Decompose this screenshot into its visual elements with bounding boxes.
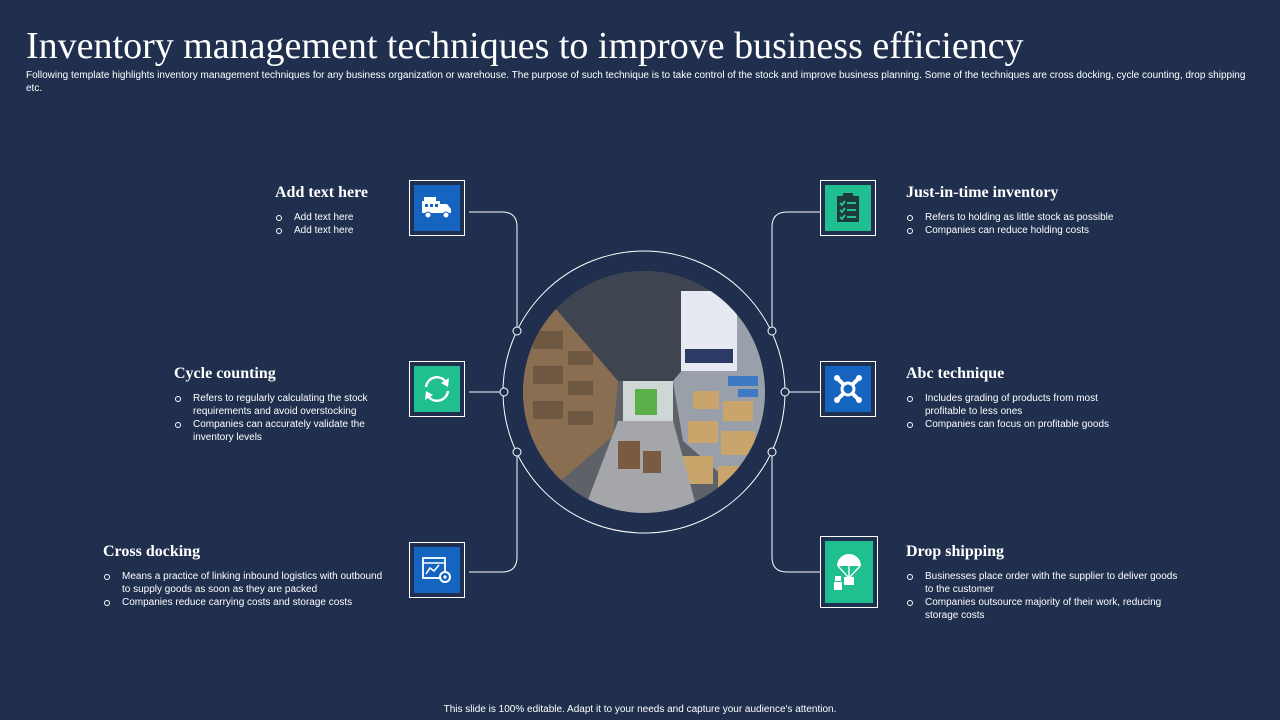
cycle-counting-points: Refers to regularly calculating the stoc… xyxy=(174,392,389,444)
list-item: Means a practice of linking inbound logi… xyxy=(103,570,393,596)
node-dot xyxy=(780,387,790,397)
connector-add-text xyxy=(469,211,518,331)
cross-docking-points: Means a practice of linking inbound logi… xyxy=(103,570,393,609)
cross-docking-title: Cross docking xyxy=(103,543,201,560)
list-item: Companies can focus on profitable goods xyxy=(906,418,1136,431)
abc-technique-title: Abc technique xyxy=(906,365,1005,382)
list-item: Companies can reduce holding costs xyxy=(906,224,1166,237)
refresh-cycle-icon xyxy=(424,376,450,402)
list-item: Refers to holding as little stock as pos… xyxy=(906,211,1166,224)
node-dot xyxy=(767,447,777,457)
dashboard-gear-icon xyxy=(422,557,451,583)
list-item: Includes grading of products from most p… xyxy=(906,392,1136,418)
drop-shipping-icon-tile xyxy=(820,536,878,608)
just-in-time-title: Just-in-time inventory xyxy=(906,184,1059,201)
tools-cross-icon xyxy=(834,375,862,403)
node-dot xyxy=(767,326,777,336)
drop-shipping-title: Drop shipping xyxy=(906,543,1004,560)
list-item: Add text here xyxy=(275,211,395,224)
drop-shipping-points: Businesses place order with the supplier… xyxy=(906,570,1181,622)
add-text-points: Add text here Add text here xyxy=(275,211,395,237)
warehouse-photo xyxy=(523,271,765,513)
cycle-counting-title: Cycle counting xyxy=(174,365,276,382)
list-item: Companies outsource majority of their wo… xyxy=(906,596,1181,622)
node-dot xyxy=(499,387,509,397)
connector-cross-docking xyxy=(469,452,518,573)
cross-docking-icon-tile xyxy=(409,542,465,598)
delivery-truck-icon xyxy=(422,197,451,219)
parachute-box-icon xyxy=(834,554,861,590)
connector-drop-shipping xyxy=(771,452,820,573)
page-subtitle: Following template highlights inventory … xyxy=(26,70,1246,94)
list-item: Refers to regularly calculating the stoc… xyxy=(174,392,389,418)
list-item: Add text here xyxy=(275,224,395,237)
cycle-counting-icon-tile xyxy=(409,361,465,417)
add-text-icon-tile xyxy=(409,180,465,236)
just-in-time-points: Refers to holding as little stock as pos… xyxy=(906,211,1166,237)
just-in-time-icon-tile xyxy=(820,180,876,236)
abc-technique-points: Includes grading of products from most p… xyxy=(906,392,1136,431)
clipboard-checklist-icon xyxy=(837,193,859,222)
node-dot xyxy=(512,447,522,457)
node-dot xyxy=(512,326,522,336)
list-item: Companies reduce carrying costs and stor… xyxy=(103,596,393,609)
add-text-title: Add text here xyxy=(275,184,369,201)
connector-just-in-time xyxy=(771,211,820,331)
list-item: Companies can accurately validate the in… xyxy=(174,418,389,444)
list-item: Businesses place order with the supplier… xyxy=(906,570,1181,596)
footer-note: This slide is 100% editable. Adapt it to… xyxy=(443,704,837,715)
page-title: Inventory management techniques to impro… xyxy=(26,25,1024,67)
abc-technique-icon-tile xyxy=(820,361,876,417)
